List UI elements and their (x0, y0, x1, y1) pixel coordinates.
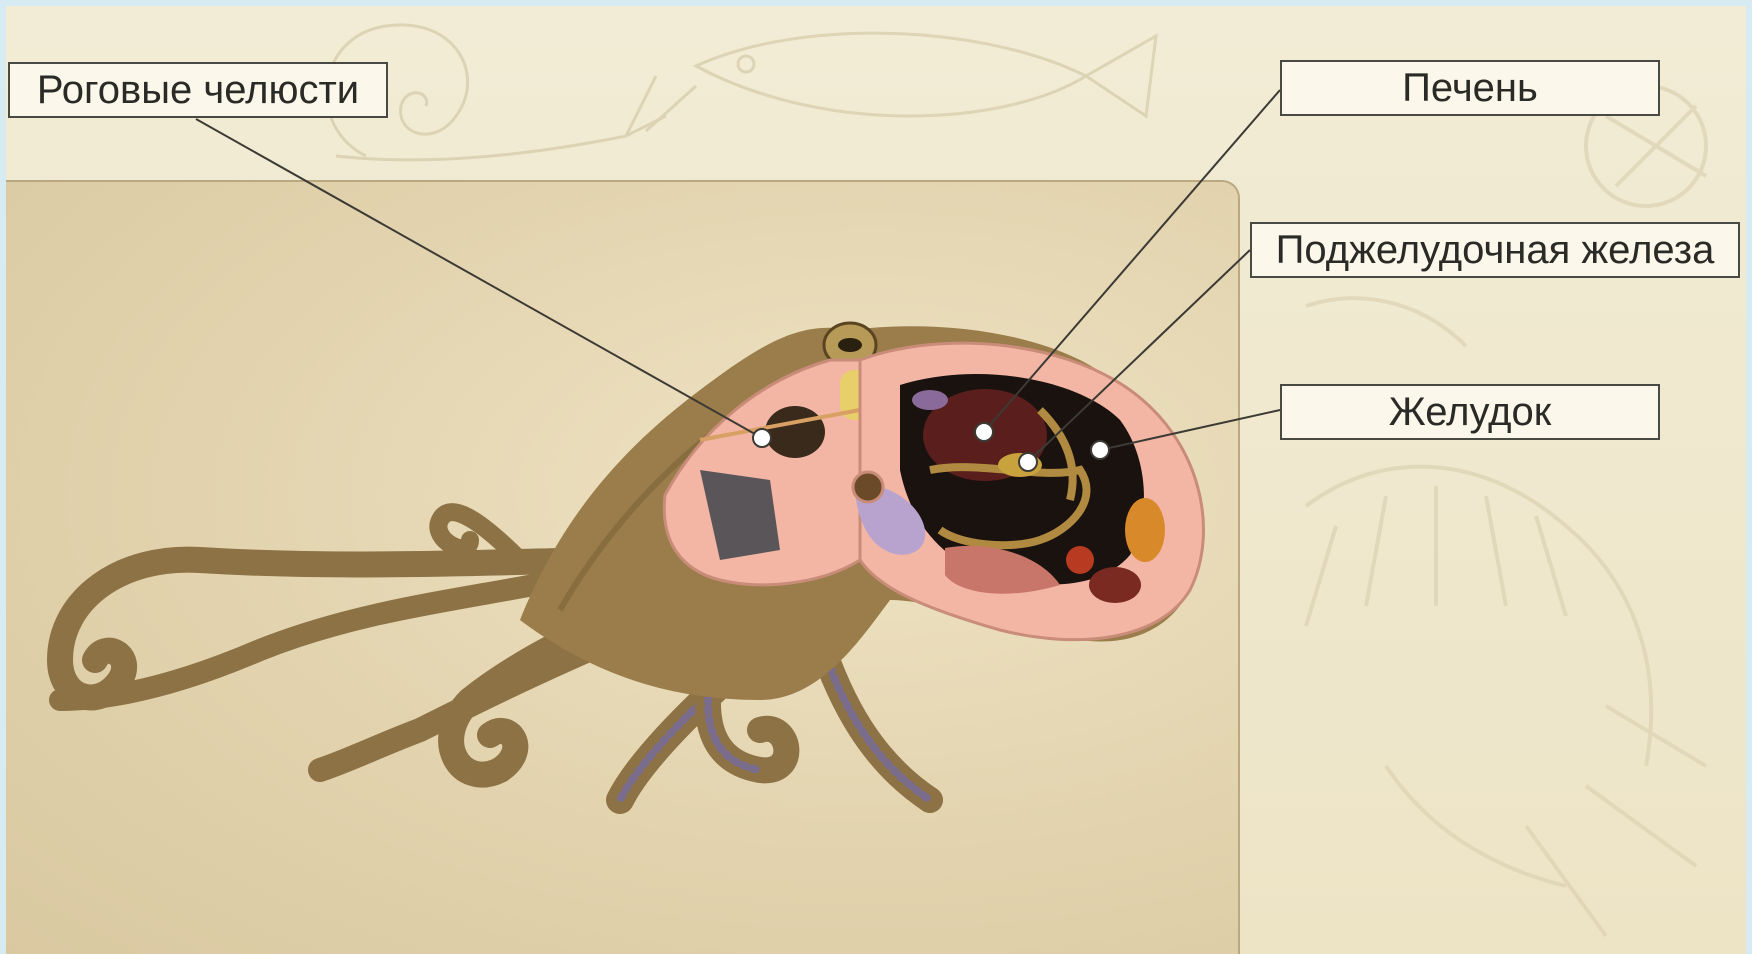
marker-jaws (753, 429, 771, 447)
label-horny-jaws: Роговые челюсти (8, 62, 388, 118)
leader-line-liver (984, 90, 1280, 432)
leader-line-jaws (196, 119, 762, 438)
marker-stomach (1091, 441, 1109, 459)
marker-liver (975, 423, 993, 441)
label-liver: Печень (1280, 60, 1660, 116)
marker-pancreas (1019, 453, 1037, 471)
label-stomach: Желудок (1280, 384, 1660, 440)
label-pancreas: Поджелудочная железа (1250, 222, 1740, 278)
octopus-illustration-icon (60, 323, 1204, 800)
